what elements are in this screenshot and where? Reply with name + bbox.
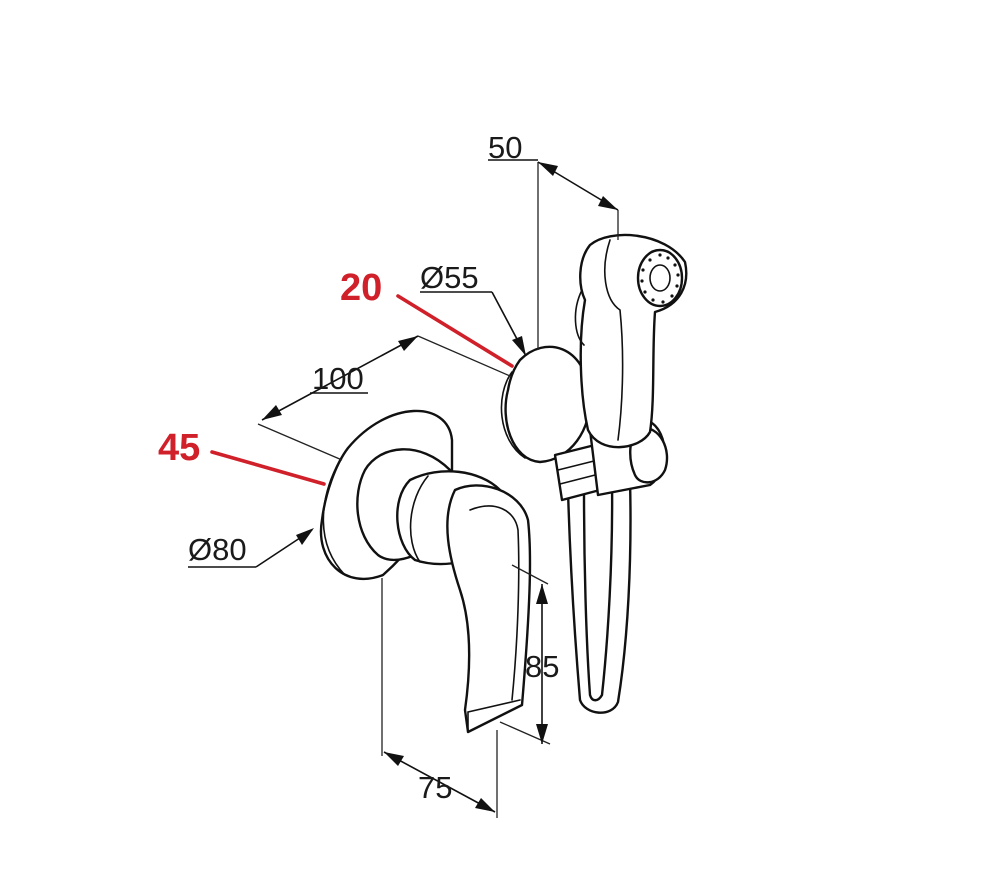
dim-label-lever-height: 85 <box>525 649 559 684</box>
spray-face <box>636 248 684 308</box>
spray-face-inner <box>649 264 671 292</box>
dim-label-outlet-diameter: Ø55 <box>420 260 479 295</box>
dim-label-lever-projection: 75 <box>418 770 452 805</box>
mixer-lever-face <box>469 505 520 701</box>
dim-label-rosette-diameter: Ø80 <box>188 532 247 567</box>
callout-leader-mixer <box>210 450 326 486</box>
outlet-rosette <box>504 345 592 464</box>
spray-handset-trigger <box>574 289 585 346</box>
outlet-rosette-rim <box>500 371 526 459</box>
dimension-rosette-diameter: Ø80 <box>188 528 314 568</box>
mixer-assembly <box>319 409 532 734</box>
mixer-lever <box>446 484 532 734</box>
shower-hose <box>566 478 632 714</box>
mixer-lever-bottom <box>467 699 521 733</box>
dimension-mixer-depth: 100 <box>257 335 511 461</box>
callout-label-shower: 20 <box>340 267 382 309</box>
dim-label-spray-offset: 50 <box>488 130 522 165</box>
mixer-body-edge <box>409 475 429 563</box>
callout-label-mixer: 45 <box>158 427 200 469</box>
callout-mixer: 45 <box>158 427 326 486</box>
spray-handset-edge <box>604 239 624 441</box>
hose-connector-ridges <box>557 459 600 485</box>
dimension-spray-offset: 50 <box>488 130 619 350</box>
spray-nozzles <box>640 253 680 304</box>
callout-leader-shower <box>396 294 514 368</box>
mixer-rosette-rim <box>322 459 346 576</box>
dimension-lever-projection: 75 <box>381 578 498 818</box>
shower-assembly <box>500 233 688 714</box>
dimension-outlet-diameter: Ø55 <box>420 260 527 357</box>
dimension-lever-height: 85 <box>499 564 559 745</box>
callout-shower: 20 <box>340 267 514 368</box>
dim-label-mixer-depth: 100 <box>312 361 364 396</box>
